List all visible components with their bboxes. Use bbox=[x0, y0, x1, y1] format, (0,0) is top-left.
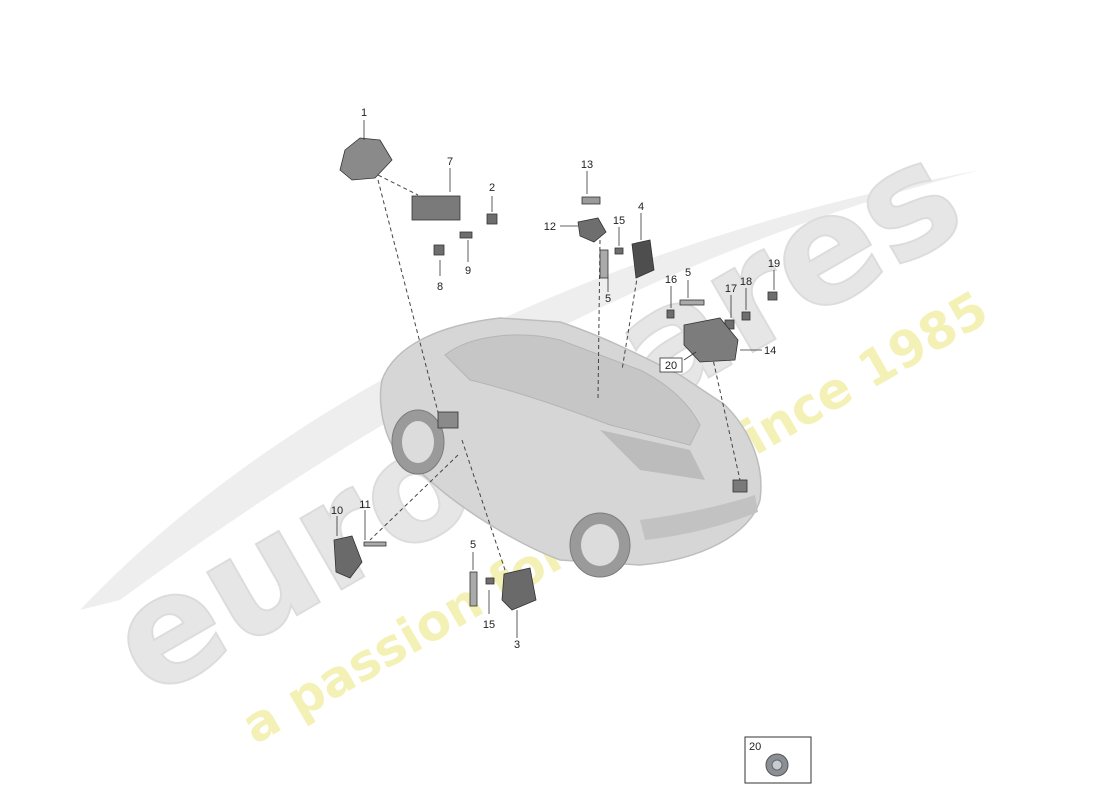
callout-5-right: 5 bbox=[685, 267, 691, 279]
part-13-cover bbox=[581, 196, 601, 205]
callout-15-lower: 15 bbox=[483, 619, 495, 631]
vehicle-silhouette bbox=[379, 317, 762, 578]
part-18-relay bbox=[741, 311, 751, 321]
callout-1: 1 bbox=[361, 107, 367, 119]
install-lines bbox=[369, 171, 741, 571]
car-roof bbox=[444, 334, 701, 446]
part-7-relay-block bbox=[411, 195, 461, 221]
part-15-clip-upper bbox=[614, 247, 624, 255]
callout-17: 17 bbox=[725, 283, 737, 295]
part-10-bracket bbox=[333, 535, 363, 579]
callout-9: 9 bbox=[465, 265, 471, 277]
part-3-control-unit bbox=[501, 567, 537, 611]
callout-8: 8 bbox=[437, 281, 443, 293]
callout-11: 11 bbox=[359, 499, 370, 511]
wheel-rear-left-rim bbox=[581, 524, 619, 566]
callout-5-upper: 5 bbox=[605, 293, 611, 305]
nut-inner bbox=[771, 759, 783, 771]
part-installed-rear bbox=[732, 479, 748, 493]
callout-20-box bbox=[659, 357, 683, 373]
callout-5-lower: 5 bbox=[470, 539, 476, 551]
part-5-strip-lower bbox=[469, 571, 478, 607]
part-14-fuse-box bbox=[683, 317, 739, 363]
car-rear-bumper bbox=[640, 495, 758, 540]
car-rear-window bbox=[600, 430, 705, 480]
callout-14: 14 bbox=[764, 345, 776, 357]
leader-lines bbox=[336, 120, 775, 638]
callout-19: 19 bbox=[768, 258, 780, 270]
detail-box-label: 20 bbox=[749, 741, 761, 753]
part-15-clip-lower bbox=[485, 577, 495, 585]
part-12-bracket bbox=[577, 217, 607, 243]
callout-7: 7 bbox=[447, 156, 453, 168]
callout-3: 3 bbox=[514, 639, 520, 651]
part-11-pin bbox=[363, 541, 387, 547]
part-1-bracket bbox=[339, 137, 393, 181]
part-16-relay bbox=[666, 309, 675, 319]
parts bbox=[333, 137, 778, 611]
callout-10: 10 bbox=[331, 505, 343, 517]
part-5-strip-upper bbox=[599, 249, 609, 279]
callout-13: 13 bbox=[581, 159, 593, 171]
part-9-clip bbox=[459, 231, 473, 239]
detail-box-20: 20 bbox=[744, 736, 812, 784]
part-2-relay bbox=[486, 213, 498, 225]
part-installed-front bbox=[437, 411, 459, 429]
callout-labels: 1 2 3 4 5 5 5 7 8 9 10 11 12 13 14 15 15… bbox=[331, 107, 780, 651]
part-4-module bbox=[631, 239, 655, 279]
callout-2: 2 bbox=[489, 182, 495, 194]
part-5-strip-right bbox=[679, 299, 705, 306]
wheel-front-left-rim bbox=[402, 421, 434, 463]
callout-20: 20 bbox=[665, 360, 677, 372]
callout-16: 16 bbox=[665, 274, 677, 286]
part-8-relay bbox=[433, 244, 445, 256]
part-19-relay bbox=[767, 291, 778, 301]
callout-15-upper: 15 bbox=[613, 215, 625, 227]
callout-12: 12 bbox=[544, 221, 556, 233]
callout-4: 4 bbox=[638, 201, 644, 213]
callout-18: 18 bbox=[740, 276, 752, 288]
